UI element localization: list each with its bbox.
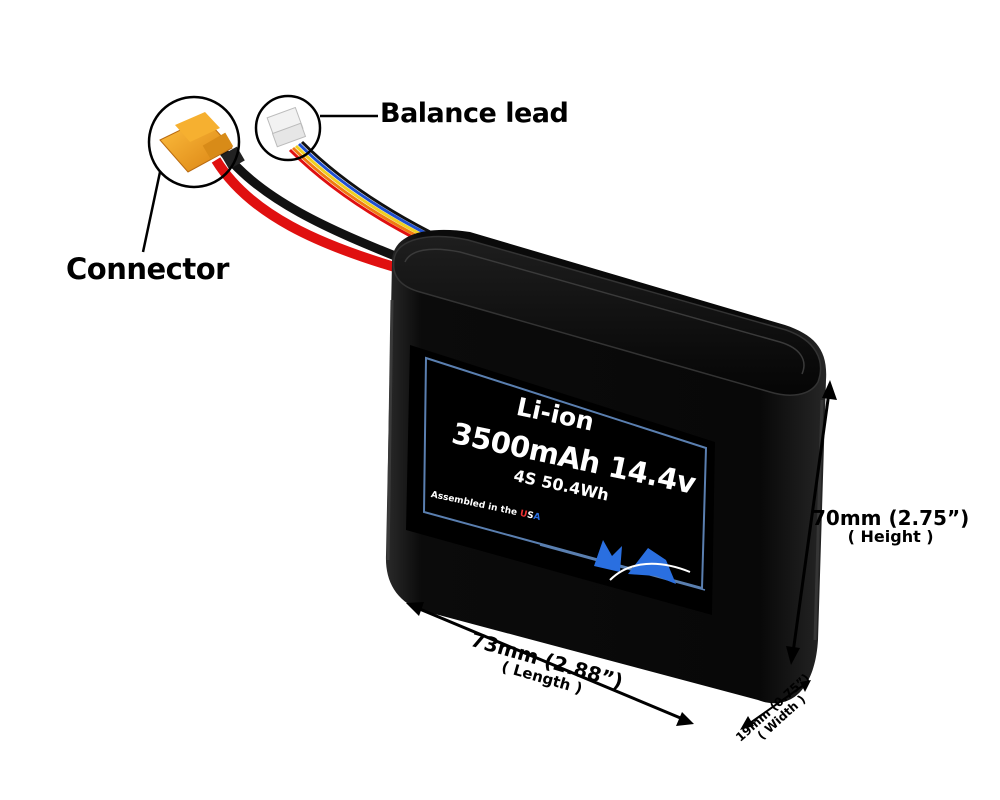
height-value: 70mm (2.75”): [812, 506, 970, 530]
ma-logo-icon: [594, 540, 691, 584]
height-dimension: 70mm (2.75”) ( Height ): [812, 508, 969, 546]
callout-marks: [141, 94, 378, 253]
battery-label-panel: [406, 345, 715, 615]
balance-lead-label: Balance lead: [380, 98, 569, 129]
dimension-arrows: [406, 380, 837, 730]
balance-plug: [266, 106, 307, 148]
height-caption: ( Height ): [847, 527, 934, 546]
connector-label: Connector: [66, 252, 229, 286]
xt-connector: [159, 112, 234, 173]
wires: [211, 140, 431, 273]
